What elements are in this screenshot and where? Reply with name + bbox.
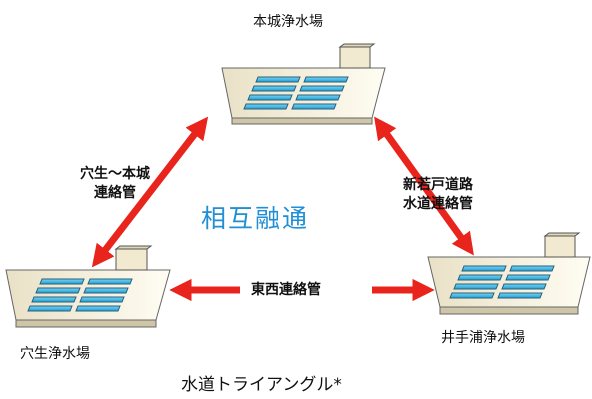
pipe-label-right-top-line2: 水道連絡管 — [403, 196, 473, 212]
arrow-left-top — [91, 116, 209, 268]
center-label: 相互融通 — [201, 204, 310, 233]
pipe-label-bottom: 東西連絡管 — [251, 282, 321, 298]
diagram-caption: 水道トライアングル* — [181, 375, 342, 395]
pipe-label-right-top-line1: 新若戸道路 — [403, 177, 473, 193]
plant-top — [221, 43, 386, 125]
plant-name-right: 井手浦浄水場 — [441, 330, 525, 346]
plant-right — [427, 232, 591, 315]
pipe-label-left-top: 穴生～本城 連絡管 — [80, 165, 150, 203]
plant-left — [5, 245, 171, 328]
pipe-label-left-top-line1: 穴生～本城 — [80, 166, 150, 182]
plant-name-left: 穴生浄水場 — [20, 346, 90, 362]
plant-name-top: 本城浄水場 — [253, 14, 323, 30]
pipe-label-right-top: 新若戸道路 水道連絡管 — [403, 176, 473, 214]
arrow-right-top — [374, 116, 474, 256]
pipe-label-left-top-line2: 連絡管 — [94, 185, 136, 201]
